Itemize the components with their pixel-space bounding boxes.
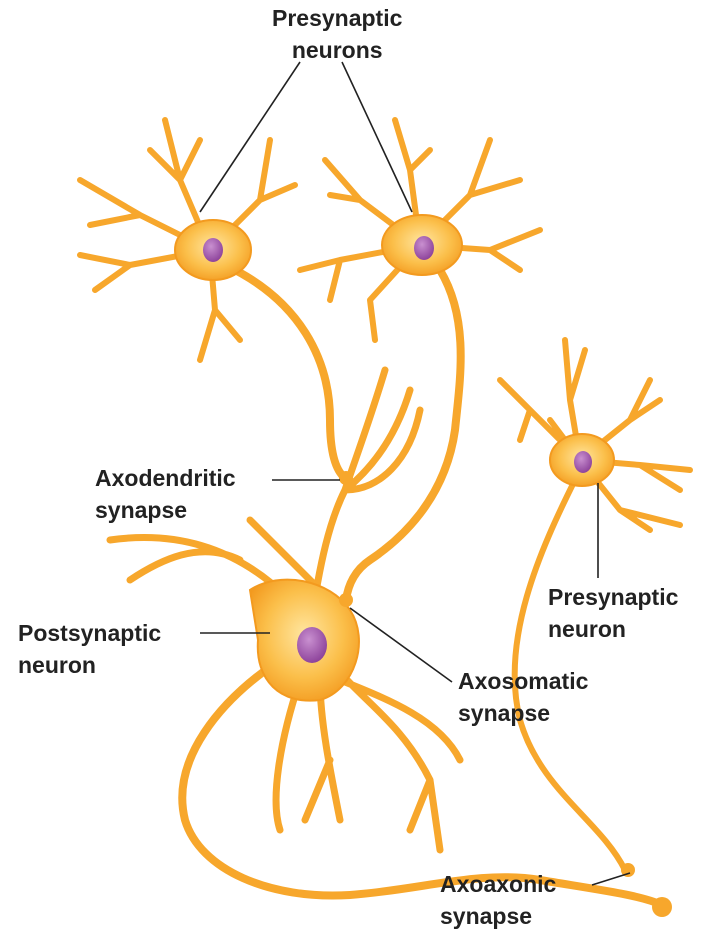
label-line: Axosomatic bbox=[458, 668, 589, 694]
label-line: Presynaptic bbox=[548, 584, 679, 610]
label-line: Postsynaptic bbox=[18, 620, 162, 646]
label-line: Axodendritic bbox=[95, 465, 236, 491]
label-line: Axoaxonic bbox=[440, 871, 557, 897]
label-line: synapse bbox=[440, 903, 533, 929]
label-presynaptic-neuron: Presynaptic neuron bbox=[548, 581, 678, 645]
label-line: neuron bbox=[18, 652, 96, 678]
label-axodendritic-synapse: Axodendritic synapse bbox=[95, 462, 236, 526]
postsynaptic-neuron bbox=[106, 366, 666, 909]
label-presynaptic-neurons: Presynaptic neurons bbox=[272, 2, 402, 66]
leader-lines bbox=[199, 61, 631, 886]
presynaptic-neuron-1 bbox=[77, 117, 349, 482]
label-axosomatic-synapse: Axosomatic synapse bbox=[458, 665, 588, 729]
label-line: neurons bbox=[291, 37, 383, 63]
label-line: Presynaptic bbox=[272, 5, 403, 31]
label-axoaxonic-synapse: Axoaxonic synapse bbox=[440, 868, 556, 932]
label-line: synapse bbox=[458, 700, 551, 726]
presynaptic-neuron-3 bbox=[497, 337, 693, 873]
label-postsynaptic-neuron: Postsynaptic neuron bbox=[18, 617, 161, 681]
label-line: neuron bbox=[548, 616, 626, 642]
synaptic-knobs bbox=[339, 471, 672, 917]
nuclei bbox=[203, 236, 592, 663]
label-line: synapse bbox=[95, 497, 188, 523]
presynaptic-neuron-2 bbox=[297, 117, 543, 604]
